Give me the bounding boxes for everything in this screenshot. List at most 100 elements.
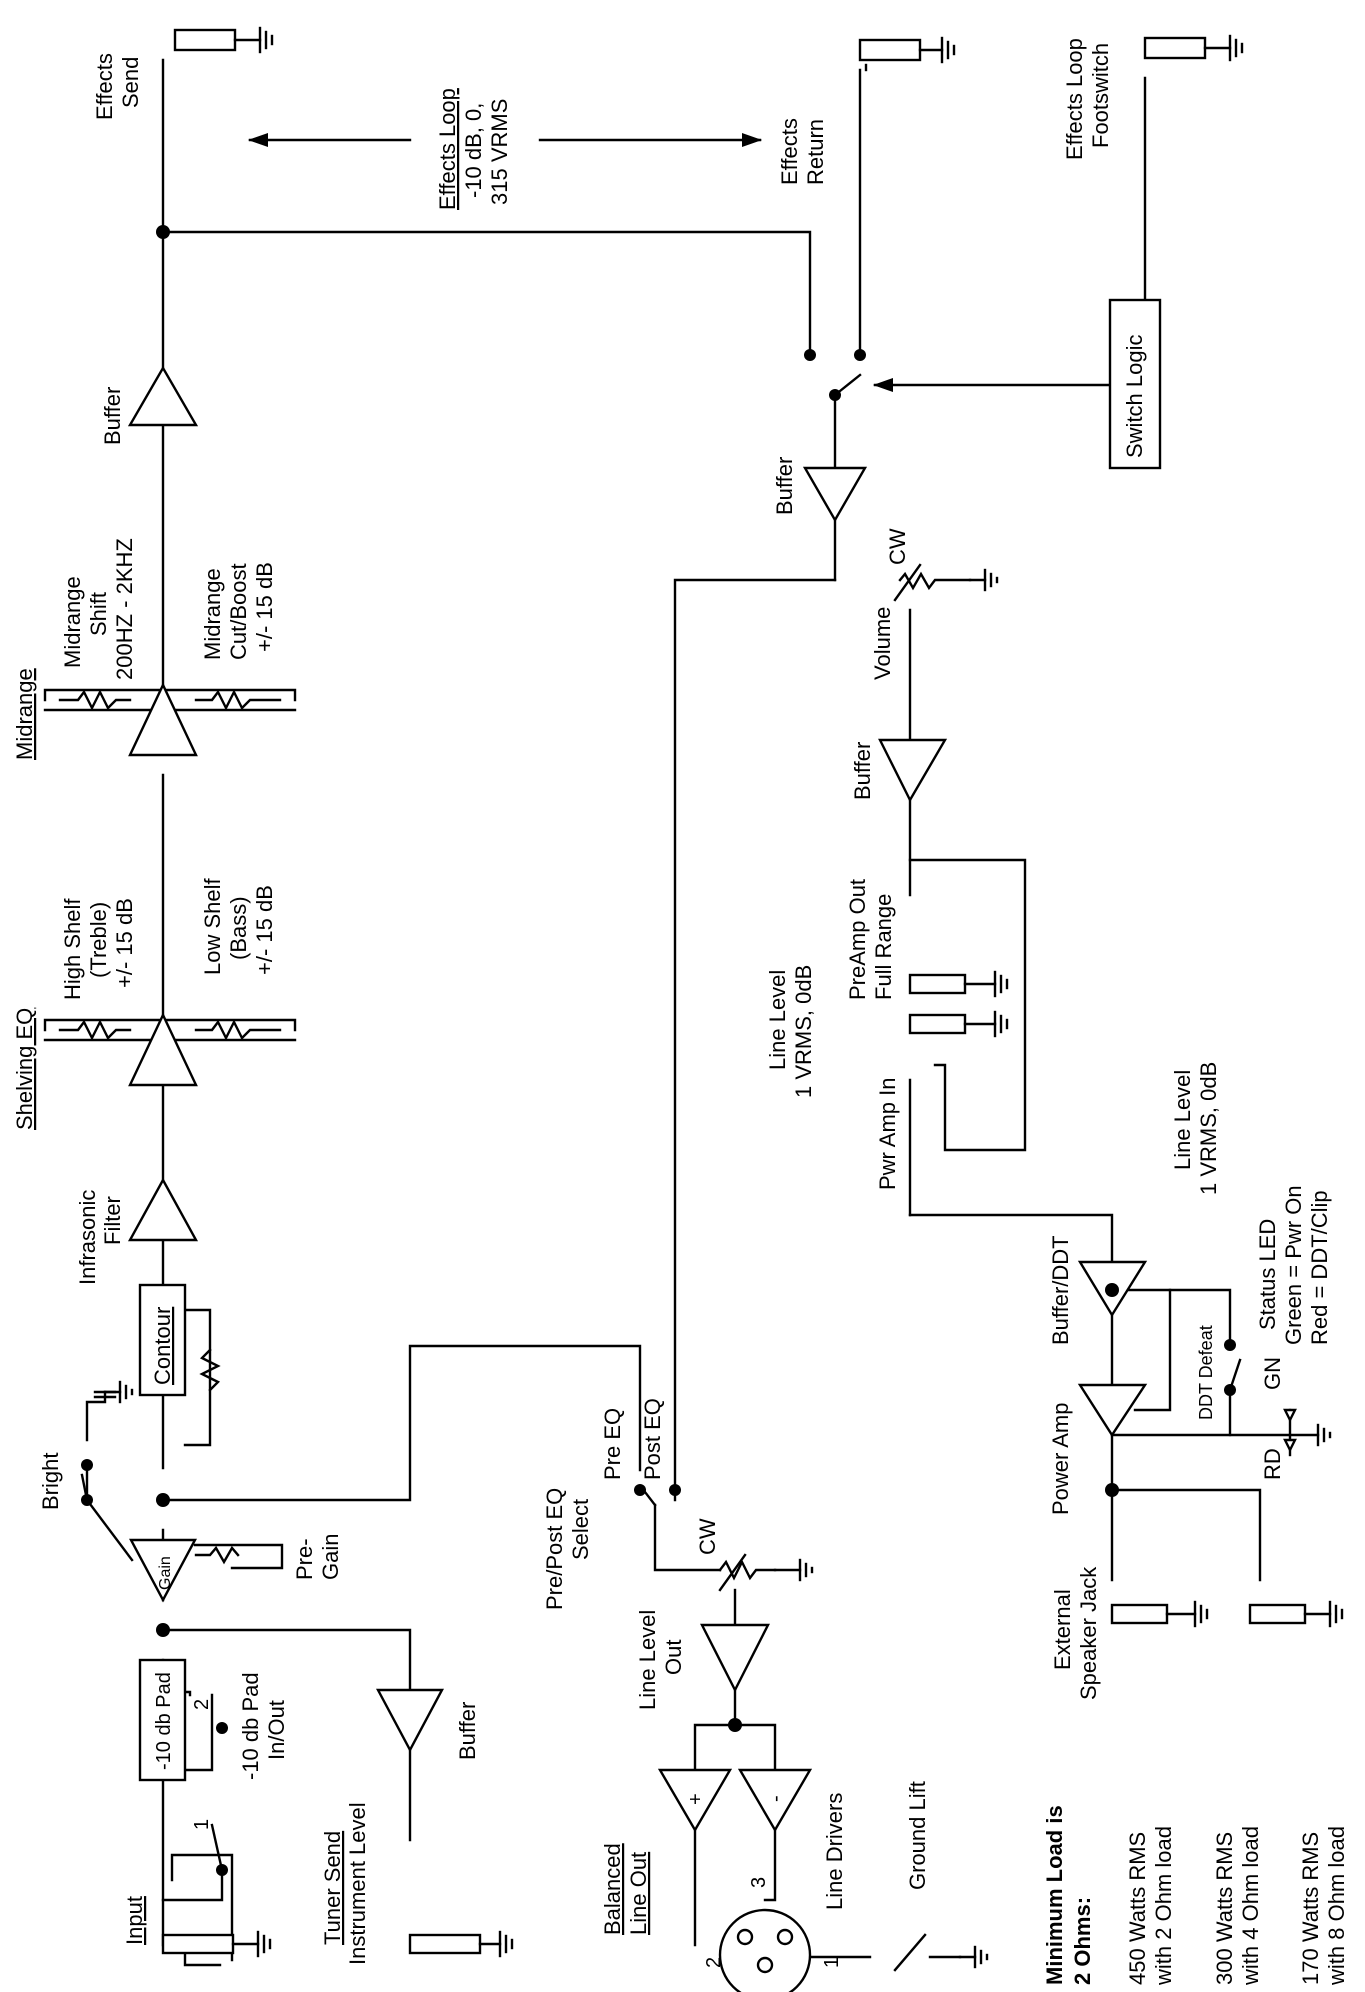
ground-icon: [1288, 1423, 1332, 1447]
label-low-shelf-1: Low Shelf: [200, 877, 225, 975]
label-pregain-1: Pre-: [292, 1538, 317, 1580]
label-gn: GN: [1260, 1357, 1285, 1390]
grounds: [103, 568, 1332, 1969]
status-leds: [1283, 1408, 1297, 1453]
label-load-8-1: 170 Watts RMS: [1298, 1832, 1323, 1985]
junction-dot: [156, 1623, 170, 1637]
effects-loop-arrows: [248, 133, 893, 392]
resistors: [58, 563, 972, 1592]
label-effects-send-1: Effects: [92, 53, 117, 120]
switch-contact: [804, 349, 816, 361]
line-driver-minus-triangle: [737, 1768, 813, 1833]
effects-return-jack: [858, 36, 956, 64]
label-line-level-a-1: Line Level: [765, 970, 790, 1070]
volume-buffer-triangle: [878, 738, 948, 803]
label-mid-cut-1: Midrange: [200, 568, 225, 660]
switch-contact: [81, 1459, 93, 1471]
label-effects-loop-1: Effects Loop: [435, 88, 460, 210]
label-line-level-out-2: Out: [661, 1640, 686, 1675]
treble-resistor: [58, 1019, 132, 1041]
switch-contact: [216, 1722, 228, 1734]
label-mid-cut-2: Cut/Boost: [226, 563, 251, 660]
infrasonic-filter-triangle: [127, 1177, 199, 1242]
jacks: [161, 26, 1344, 1958]
led-gn-icon: [1283, 1408, 1297, 1423]
jack-sleeve: [908, 1013, 967, 1035]
junction-dot: [1105, 1283, 1119, 1297]
components: [127, 298, 1162, 1992]
junction-dot: [156, 1493, 170, 1507]
junction-dot: [728, 1718, 742, 1732]
labels: Input -10 db Pad 1 2 -10 db Pad In/Out T…: [12, 38, 1349, 1986]
midrange-triangle: [128, 682, 198, 757]
jack-sleeve: [173, 28, 237, 52]
switch-contact: [634, 1484, 646, 1496]
pwr-amp-in-jack: [908, 1010, 1009, 1038]
mid-cut-resistor: [194, 689, 282, 711]
ground-icon: [103, 1380, 134, 1404]
label-mid-shift-2: Shift: [86, 592, 111, 636]
label-effects-return-2: Return: [803, 119, 828, 185]
arrow-right-icon: [742, 133, 762, 147]
label-buffer: Buffer: [100, 387, 125, 445]
label-low-shelf-2: (Bass): [226, 896, 251, 960]
return-buffer-triangle: [802, 466, 868, 523]
ground-icon: [958, 1945, 989, 1969]
label-external-speaker-1: External: [1050, 1589, 1075, 1670]
jack-sleeve: [1248, 1603, 1307, 1625]
footswitch-jack: [1143, 34, 1244, 62]
switch-logic-box: [1108, 298, 1162, 470]
label-post-eq: Post EQ: [640, 1398, 665, 1480]
gain-triangle: [129, 1538, 197, 1603]
junction-dot: [156, 225, 170, 239]
label-mid-shift-3: 200HZ - 2KHZ: [112, 538, 137, 680]
switch-contact: [669, 1484, 681, 1496]
label-preamp-out-2: Full Range: [871, 894, 896, 1000]
label-mid-shift-1: Midrange: [60, 576, 85, 668]
label-ddt-defeat: DDT Defeat: [1196, 1325, 1216, 1420]
power-amp-triangle: [1077, 1383, 1148, 1438]
arrow-left-icon: [873, 378, 893, 392]
label-rd: RD: [1260, 1448, 1285, 1480]
main-buffer-triangle: [127, 365, 199, 427]
jack-sleeve: [161, 1933, 235, 1955]
label-pre-eq: Pre EQ: [600, 1408, 625, 1480]
speaker-jack-1: [1110, 1600, 1209, 1628]
label-volume: Volume: [870, 607, 895, 680]
switch-contact: [854, 349, 866, 361]
xlr-pin: [776, 1928, 794, 1946]
line-driver-plus-triangle: [657, 1768, 733, 1833]
xlr-pin: [756, 1956, 774, 1974]
volume-pot: [898, 571, 972, 591]
switch-contact: [1224, 1339, 1236, 1351]
label-footswitch-1: Effects Loop: [1062, 38, 1087, 160]
label-tuner-send-2: Instrument Level: [345, 1802, 370, 1965]
switches: [80, 225, 1242, 1876]
label-pre-post-select-1: Pre/Post EQ: [542, 1488, 567, 1610]
label-effects-loop-3: 315 VRMS: [487, 99, 512, 205]
contour-resistor: [199, 1348, 221, 1392]
label-min-load-2: 2 Ohms:: [1070, 1897, 1095, 1985]
label-high-shelf-3: +/- 15 dB: [112, 898, 137, 988]
label-line-drivers: Line Drivers: [822, 1793, 847, 1910]
label-xlr-2: 2: [703, 1957, 725, 1968]
line-out-buffer-triangle: [700, 1623, 770, 1693]
label-midrange: Midrange: [12, 668, 37, 760]
label-minus: -: [765, 1795, 787, 1802]
label-pad-box: -10 db Pad: [153, 1672, 175, 1770]
label-cw-volume: CW: [885, 528, 910, 565]
label-pad-inout-2: In/Out: [264, 1700, 289, 1760]
ground-icon: [773, 1558, 814, 1582]
label-load-4-1: 300 Watts RMS: [1212, 1832, 1237, 1985]
input-jack: [161, 1930, 272, 1958]
label-gain: Gain: [157, 1556, 174, 1590]
label-bright: Bright: [38, 1453, 63, 1510]
label-pre-post-select-2: Select: [568, 1499, 593, 1560]
label-balanced-line-out-2: Line Out: [626, 1852, 651, 1935]
speaker-jack-2: [1248, 1600, 1344, 1628]
pad-box: [138, 1658, 187, 1782]
led-rd-icon: [1283, 1438, 1297, 1453]
label-line-level-out-1: Line Level: [635, 1610, 660, 1710]
label-tuner-send-1: Tuner Send: [320, 1831, 345, 1945]
